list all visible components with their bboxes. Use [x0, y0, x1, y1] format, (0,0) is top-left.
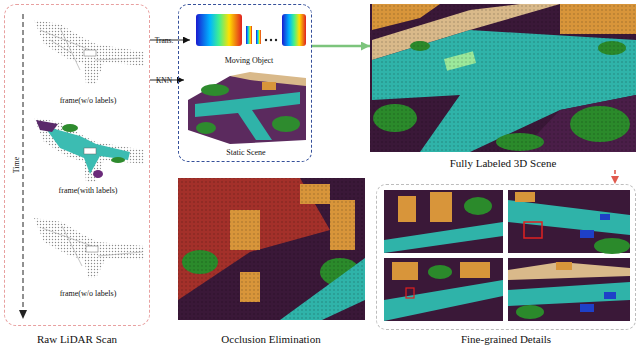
object-points [282, 14, 306, 46]
building-points [515, 192, 535, 202]
occlusion-render [178, 178, 365, 320]
panel-border [4, 4, 150, 326]
edge-label: KNN [156, 76, 172, 85]
ground-points [93, 170, 103, 178]
labeled-frame [34, 118, 144, 182]
static-scene-render [188, 72, 306, 144]
caption-text: frame(w/o labels) [60, 96, 117, 106]
caption-text: Raw LiDAR Scan [37, 333, 117, 346]
flow-arrow [312, 45, 370, 48]
ellipsis-dot [270, 39, 272, 41]
time-label: Time [12, 157, 21, 174]
caption-text: Moving Object [225, 56, 274, 66]
vegetation-points [111, 157, 125, 163]
details-panel: Fine-grained Details [376, 184, 636, 346]
split-panel: Moving ObjectStatic Scene [178, 4, 312, 162]
point-texture [178, 178, 365, 320]
ground-points [384, 258, 503, 321]
car-points [580, 230, 594, 238]
vegetation-points [196, 122, 216, 134]
panel-border [376, 184, 636, 330]
point-cloud [34, 118, 144, 182]
time-arrow [23, 14, 24, 312]
caption-text: frame(with labels) [59, 186, 118, 196]
caption-text: frame(w/o labels) [60, 289, 117, 299]
object-image: Moving Object [190, 10, 308, 66]
ellipsis-dot [265, 39, 267, 41]
road-points [384, 280, 503, 321]
frame-image: frame(with labels) [28, 108, 148, 196]
building-points [556, 262, 572, 270]
building-points [460, 262, 490, 278]
ground-points [370, 4, 636, 152]
vegetation-points [62, 124, 78, 132]
object-points [196, 14, 242, 46]
building-points [430, 192, 452, 222]
frame-image: frame(w/o labels) [28, 10, 148, 106]
ground-points [178, 178, 365, 320]
car-points [604, 292, 616, 299]
ground-points [36, 120, 58, 132]
ego-car [84, 50, 96, 56]
road-points [384, 222, 503, 253]
scene-image: Static Scene [184, 68, 308, 158]
vegetation-points [516, 305, 544, 319]
raw-frame [34, 218, 144, 278]
scan-line [40, 28, 140, 70]
ego-car [86, 246, 98, 252]
caption-text: Occlusion Elimination [221, 333, 320, 346]
vegetation-points [464, 197, 492, 215]
raw-frame [34, 20, 144, 84]
caption-text: Static Scene [226, 148, 265, 158]
ground-points [508, 258, 630, 321]
ellipsis-dot [275, 39, 277, 41]
car-points [600, 214, 610, 220]
vegetation-points [594, 238, 630, 254]
frame-image: frame(w/o labels) [28, 205, 148, 299]
ego-car [84, 148, 96, 154]
building-points [392, 262, 418, 280]
vegetation-points [428, 265, 452, 279]
ground-points [188, 76, 306, 144]
point-cloud [34, 218, 144, 278]
caption-text: Fine-grained Details [461, 333, 551, 346]
ground-points [508, 190, 630, 253]
ground-points [384, 190, 503, 253]
edge-label: Trans. [155, 36, 174, 45]
scene-image: Fully Labeled 3D Scene [370, 4, 636, 170]
scan-line [42, 226, 142, 266]
scan-panel: Raw LiDAR Scan frame(w/o labels) frame(wit… [4, 4, 150, 346]
road-points [508, 282, 630, 306]
full-scene-render [370, 4, 636, 152]
flow-arrow [614, 170, 616, 184]
road-points [195, 92, 300, 140]
building-points [398, 196, 416, 222]
moving-object-render [196, 14, 306, 46]
time-arrowhead [19, 310, 27, 319]
detail-panel [508, 258, 630, 321]
time-label-anchor: Time [5, 157, 23, 174]
point-texture [370, 4, 636, 152]
sidewalk-points [508, 262, 630, 280]
caption-text: Fully Labeled 3D Scene [450, 157, 557, 170]
road-points [44, 126, 130, 174]
vegetation-points [272, 116, 300, 132]
object-points [256, 30, 261, 44]
object-points [246, 26, 252, 44]
detail-panel [508, 190, 630, 254]
edge-label-anchor: Trans. [155, 29, 174, 47]
panel-border [178, 4, 312, 162]
building-points [262, 82, 276, 90]
car-points [580, 304, 594, 312]
point-cloud [34, 20, 144, 84]
edge-label-anchor: KNN [156, 69, 172, 87]
detail-panel [384, 258, 503, 321]
detail-panel [384, 190, 503, 253]
road-points [508, 200, 630, 235]
highlight-box [524, 222, 542, 238]
vegetation-points [201, 84, 229, 96]
scene-image: Occlusion Elimination [176, 178, 366, 346]
highlight-box [406, 288, 414, 298]
